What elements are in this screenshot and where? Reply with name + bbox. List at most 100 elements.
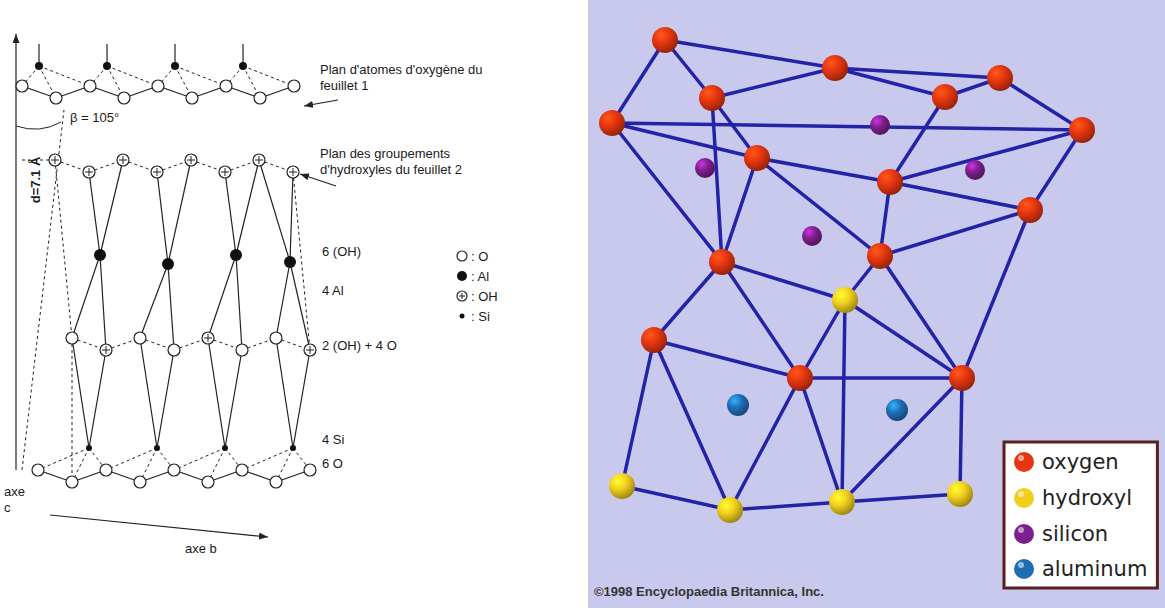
silicon-atom xyxy=(103,62,111,70)
legend-text: aluminum xyxy=(1042,557,1147,581)
silicon-atom xyxy=(290,445,296,451)
legend-text: : Si xyxy=(471,309,490,324)
atom-sphere xyxy=(709,249,735,275)
bond-line xyxy=(290,172,293,262)
hydroxyl-mark xyxy=(85,168,93,176)
oxygen-atom xyxy=(304,464,316,476)
hydroxyl-atom xyxy=(185,154,197,166)
bond-rod xyxy=(890,182,1030,210)
hydroxyl-atom xyxy=(287,166,299,178)
oxygen-atom xyxy=(168,344,180,356)
aluminum-atom xyxy=(230,249,242,261)
bond-rod xyxy=(722,262,845,300)
hydroxyl-atom xyxy=(457,291,467,301)
oxygen-atom xyxy=(134,332,146,344)
bond-rod xyxy=(960,378,962,494)
bond-line xyxy=(225,172,236,255)
hydroxyl-mark xyxy=(153,168,161,176)
bond-line xyxy=(157,350,174,448)
angle-arc xyxy=(16,122,61,129)
oxygen-atom xyxy=(236,344,248,356)
legend-art xyxy=(457,251,1157,588)
bond-line xyxy=(208,255,236,338)
bond-line xyxy=(107,66,158,86)
silicon-atom xyxy=(460,314,465,319)
atom-sphere xyxy=(870,115,890,135)
bond-line xyxy=(290,262,310,350)
bond-line xyxy=(168,160,191,264)
oxygen-atom xyxy=(270,332,282,344)
bond-line xyxy=(168,264,174,350)
bond-line xyxy=(259,160,290,262)
bond-rod xyxy=(842,378,962,502)
bond-rod xyxy=(880,256,962,378)
atom-sphere xyxy=(886,399,908,421)
bond-line xyxy=(89,350,106,448)
aluminum-atom xyxy=(94,249,106,261)
part-label: Plan d'atomes d'oxygène du feuillet 1 xyxy=(320,62,505,93)
bond-rod xyxy=(665,40,835,68)
bond-rod xyxy=(612,40,665,123)
atom-sphere xyxy=(832,287,858,313)
bond-line xyxy=(243,66,294,86)
silicon-atom xyxy=(239,62,247,70)
oxygen-atom xyxy=(236,464,248,476)
bond-line xyxy=(39,66,90,86)
atom-sphere xyxy=(1017,197,1043,223)
bond-line xyxy=(157,172,168,264)
hydroxyl-atom xyxy=(304,344,316,356)
oxygen-atom xyxy=(254,92,266,104)
oxygen-atom xyxy=(270,476,282,488)
silicon-atom xyxy=(171,62,179,70)
part-label: 4 Al xyxy=(322,283,344,299)
bond-line xyxy=(175,66,226,86)
oxygen-atom xyxy=(66,476,78,488)
oxygen-atom xyxy=(66,332,78,344)
part-label: axe c xyxy=(4,484,30,515)
legend-box xyxy=(1004,442,1157,588)
atom-sphere xyxy=(867,243,893,269)
atom-sphere xyxy=(787,365,813,391)
legend-text: silicon xyxy=(1042,522,1108,546)
legend-text: oxygen xyxy=(1042,450,1119,474)
bond-rod xyxy=(712,68,835,98)
part-label: β = 105° xyxy=(70,110,119,126)
bond-rod xyxy=(800,376,962,380)
legend-text: : O xyxy=(471,249,488,264)
bond-rod xyxy=(654,262,722,340)
hydroxyl-atom xyxy=(253,154,265,166)
bond-rod xyxy=(757,158,880,256)
swatch-highlight xyxy=(1018,562,1024,568)
bond-rod xyxy=(890,97,945,182)
silicon-atom xyxy=(35,62,43,70)
atom-sphere xyxy=(699,85,725,111)
bond-line xyxy=(208,338,225,448)
aluminum-atom xyxy=(457,271,467,281)
atom-sphere xyxy=(877,169,903,195)
atom-sphere xyxy=(727,394,749,416)
part-label: Plan des groupements d'hydroxyles du feu… xyxy=(320,146,490,177)
bond-rod xyxy=(842,300,845,502)
bond-rod xyxy=(842,494,960,502)
atom-sphere xyxy=(652,27,678,53)
oxygen-atom xyxy=(32,464,44,476)
hydroxyl-atom xyxy=(49,154,61,166)
bond-line xyxy=(293,350,310,448)
swatch-highlight xyxy=(1018,455,1024,461)
bond-rod xyxy=(962,210,1030,378)
bond-rod xyxy=(654,340,800,378)
oxygen-atom xyxy=(186,92,198,104)
hydroxyl-mark xyxy=(51,156,59,164)
bond-line xyxy=(72,338,89,448)
bond-rod xyxy=(1000,78,1082,130)
monoclinic-axis-line xyxy=(22,110,64,470)
hydroxyl-mark xyxy=(459,293,465,299)
bond-rod xyxy=(622,486,730,510)
atom-sphere xyxy=(965,160,985,180)
bond-line xyxy=(106,448,157,470)
swatch-highlight xyxy=(1018,491,1024,497)
hydroxyl-atom xyxy=(117,154,129,166)
oxygen-atom xyxy=(50,92,62,104)
oxygen-atom xyxy=(16,80,28,92)
bond-rod xyxy=(730,502,842,510)
